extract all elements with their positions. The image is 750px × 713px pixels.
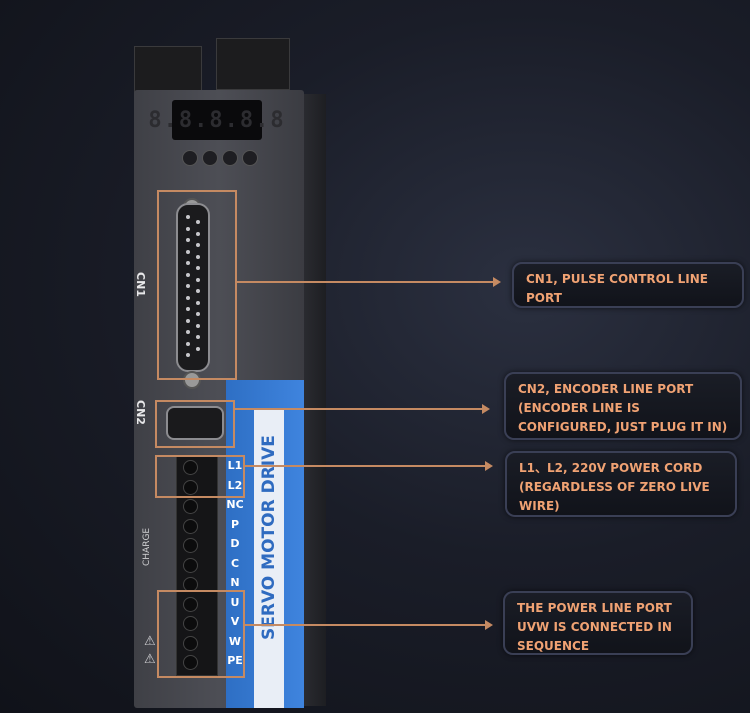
- terminal-label: P: [230, 517, 240, 531]
- terminal-label: D: [230, 537, 240, 550]
- terminal-screw: [183, 479, 198, 495]
- power-cord-leader-arrow: [485, 461, 493, 471]
- terminal-label: C: [230, 556, 240, 570]
- connector-pin: [196, 277, 200, 282]
- connector-pin: [186, 353, 190, 357]
- terminal-label: W: [228, 634, 242, 648]
- connector-pin: [186, 307, 190, 311]
- uvw-leader-arrow: [485, 620, 493, 630]
- panel-button-2[interactable]: [202, 150, 218, 166]
- connector-pin: [186, 284, 190, 288]
- connector-pin: [196, 231, 200, 236]
- uvw-leader-line: [245, 624, 485, 626]
- panel-button-1[interactable]: [182, 150, 198, 166]
- connector-pin: [196, 335, 200, 339]
- connector-pin: [186, 318, 190, 323]
- connector-pin: [186, 238, 190, 242]
- power-cord-leader-line: [245, 465, 485, 467]
- charge-label: CHARGE: [142, 527, 152, 566]
- terminal-screw: [183, 460, 198, 475]
- cn1-leader-arrow: [493, 277, 501, 287]
- terminal-screw: [183, 635, 198, 651]
- terminal-label: U: [230, 595, 240, 609]
- cn1-highlight-frame: [157, 190, 237, 380]
- power-cord-callout: L1、L2, 220V POWER CORD (REGARDLESS OF ZE…: [505, 451, 737, 517]
- terminal-label: V: [230, 615, 240, 628]
- cn2-label: CN2: [134, 400, 147, 425]
- warning-icon-1: ⚠: [144, 634, 156, 649]
- cn2-callout: CN2, ENCODER LINE PORT (ENCODER LINE IS …: [504, 372, 742, 440]
- cn2-connector[interactable]: [166, 406, 224, 440]
- terminal-screw: [183, 557, 198, 573]
- terminal-screw: [183, 518, 198, 534]
- terminal-label: NC: [226, 498, 244, 511]
- terminal-label: L2: [227, 478, 243, 492]
- connector-pin: [196, 254, 200, 259]
- cn1-connector[interactable]: [176, 203, 210, 372]
- cn1-leader-line: [237, 281, 493, 283]
- cn1-callout: CN1, PULSE CONTROL LINE PORT: [512, 262, 744, 308]
- connector-pin: [196, 300, 200, 305]
- warning-icon-2: ⚠: [144, 652, 156, 667]
- terminal-screw: [183, 538, 198, 553]
- uvw-callout: THE POWER LINE PORT UVW IS CONNECTED IN …: [503, 591, 693, 655]
- connector-pin: [196, 289, 200, 293]
- connector-pin: [196, 346, 200, 351]
- connector-pin: [186, 249, 190, 254]
- side-panel: [304, 94, 326, 706]
- top-clip-right: [216, 38, 290, 90]
- brand-stripe: [254, 408, 284, 708]
- connector-pin: [186, 261, 190, 265]
- connector-pin: [196, 243, 200, 247]
- connector-pin: [186, 272, 190, 277]
- terminal-label: L1: [227, 459, 243, 472]
- connector-pin: [196, 266, 200, 270]
- connector-pin: [186, 341, 190, 346]
- panel-button-4[interactable]: [242, 150, 258, 166]
- power-cord-highlight-frame: [155, 455, 245, 498]
- led-display: 8.8.8.8.8: [148, 100, 284, 140]
- connector-pin: [186, 330, 190, 334]
- cn1-bottom-screw: [183, 371, 201, 389]
- terminal-label: N: [230, 576, 240, 589]
- terminal-screw: [183, 499, 198, 514]
- connector-pin: [196, 323, 200, 328]
- connector-pin: [196, 312, 200, 316]
- cn2-leader-line: [235, 408, 482, 410]
- terminal-screw: [183, 596, 198, 612]
- terminal-screw: [183, 616, 198, 631]
- cn2-highlight-frame: [155, 400, 235, 448]
- panel-button-3[interactable]: [222, 150, 238, 166]
- cn1-label: CN1: [134, 272, 147, 297]
- terminal-label: PE: [227, 654, 243, 667]
- connector-pin: [186, 295, 190, 300]
- cn2-leader-arrow: [482, 404, 490, 414]
- connector-pin: [186, 226, 190, 231]
- uvw-highlight-frame: [157, 590, 245, 678]
- terminal-screw: [183, 655, 198, 670]
- connector-pin: [186, 215, 190, 219]
- connector-pin: [196, 220, 200, 224]
- power-terminal-block[interactable]: [176, 456, 218, 676]
